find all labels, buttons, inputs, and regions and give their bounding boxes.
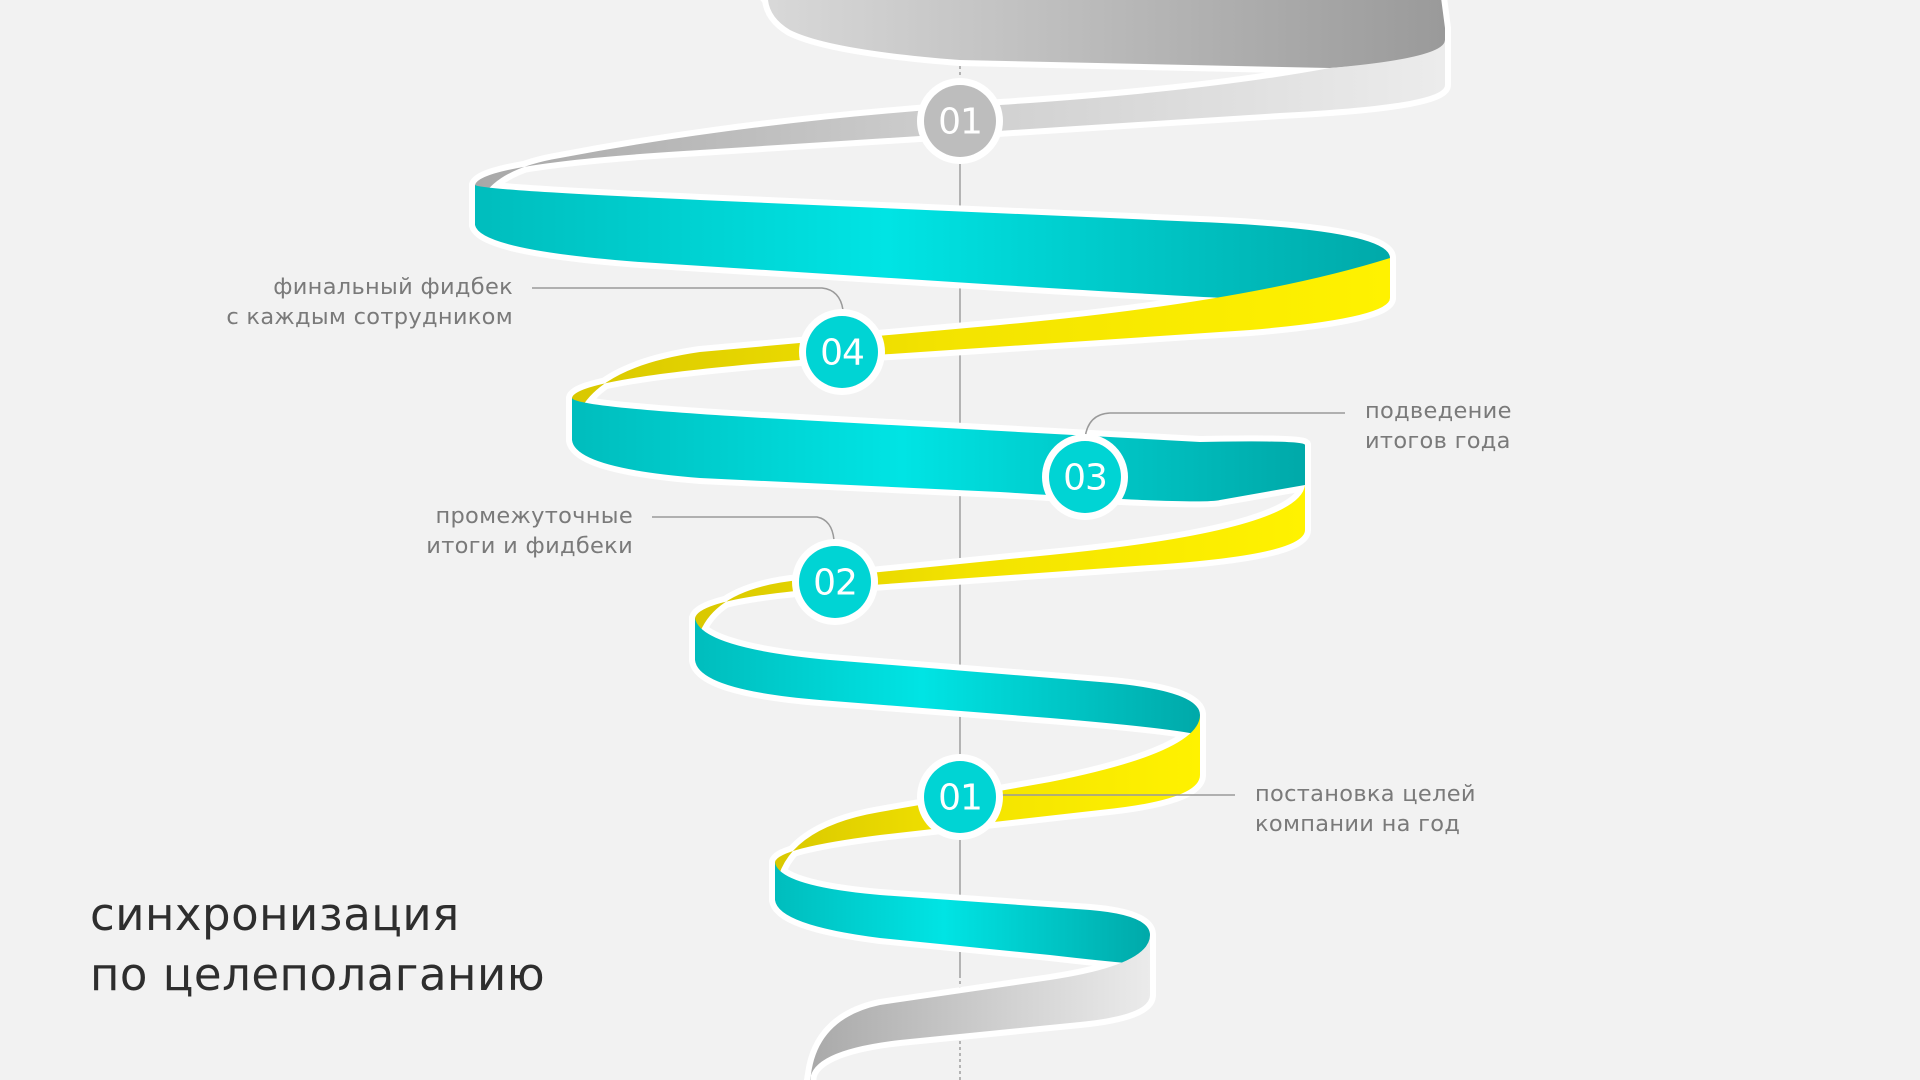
step-03-label-line2: итогов года: [1365, 428, 1511, 454]
step-02-label-line1: промежуточные: [435, 503, 633, 529]
page-title-line2: по целеполаганию: [90, 948, 546, 1001]
step-03-label: подведение итогов года: [1365, 396, 1512, 456]
ribbon-top-gray: [768, 0, 1445, 68]
leader-line-02: [652, 516, 835, 541]
badge-02-number: 02: [813, 563, 857, 604]
ribbon-cyan-1: [475, 185, 1390, 300]
leader-lines: [532, 287, 1345, 796]
step-03-label-line1: подведение: [1365, 398, 1512, 424]
page-title-line1: синхронизация: [90, 888, 460, 941]
badge-top-01: 01: [917, 78, 1003, 164]
ribbon-gray-bottom: [810, 935, 1150, 1080]
step-02-label: промежуточные итоги и фидбеки: [426, 501, 633, 561]
step-02-label-line2: итоги и фидбеки: [426, 533, 633, 559]
badge-02: 02: [792, 539, 878, 625]
ribbon-yellow-2: [695, 445, 1305, 660]
step-04-label-line1: финальный фидбек: [273, 274, 513, 300]
step-01-label-line1: постановка целей: [1255, 781, 1476, 807]
badge-01-number: 01: [938, 778, 982, 819]
badge-03-number: 03: [1063, 458, 1107, 499]
badge-01: 01: [917, 754, 1003, 840]
ribbon-cyan-4: [775, 862, 1150, 965]
badge-top-01-number: 01: [938, 102, 982, 143]
leader-line-04: [532, 287, 844, 311]
ribbon-cyan-3: [695, 618, 1200, 735]
step-04-label-line2: с каждым сотрудником: [226, 304, 513, 330]
badge-04: 04: [799, 309, 885, 395]
step-04-label: финальный фидбек с каждым сотрудником: [226, 272, 513, 332]
ribbon-yellow-1: [572, 258, 1390, 440]
step-01-label-line2: компании на год: [1255, 811, 1461, 837]
step-01-label: постановка целей компании на год: [1255, 779, 1476, 839]
badge-03: 03: [1042, 434, 1128, 520]
badge-04-number: 04: [820, 333, 864, 374]
leader-line-03: [1084, 412, 1345, 439]
page-title: синхронизация по целеполаганию: [90, 885, 545, 1005]
